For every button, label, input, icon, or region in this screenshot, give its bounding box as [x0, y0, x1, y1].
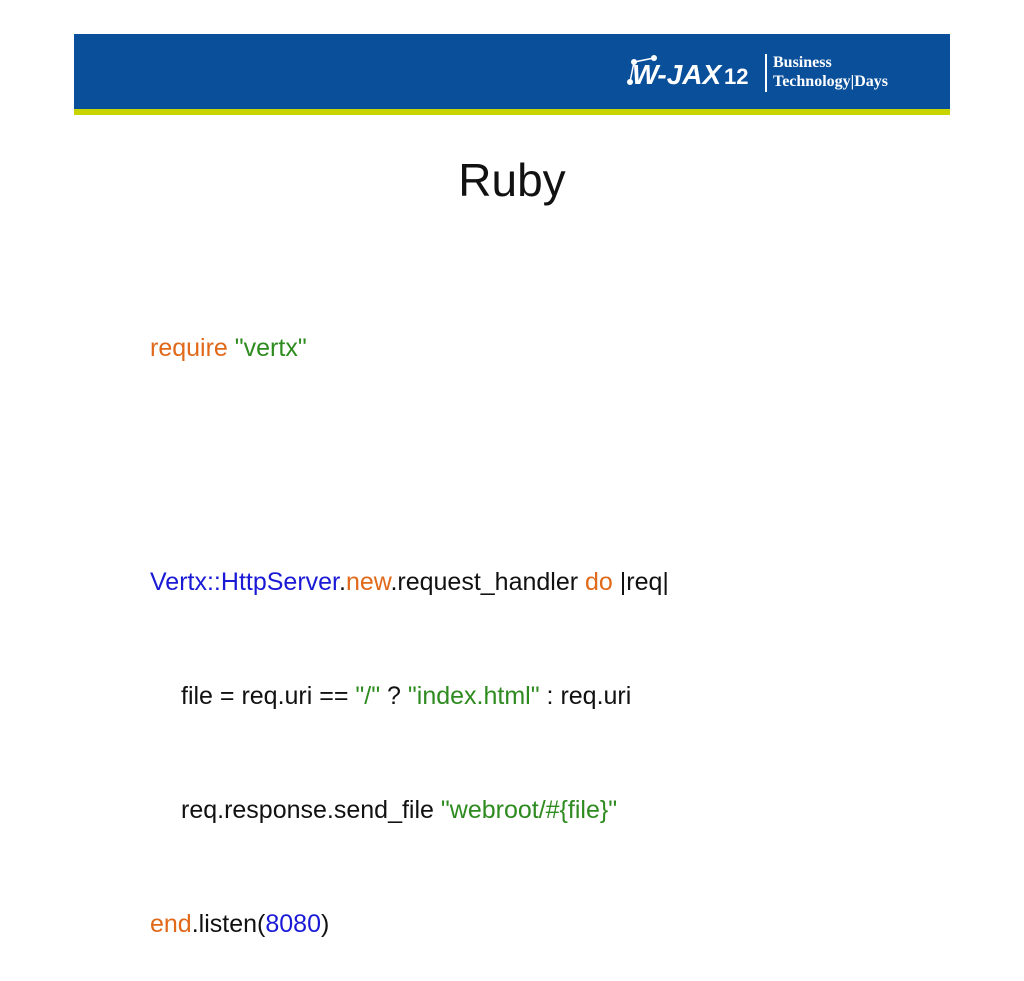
logo-wordmark: W-JAX	[632, 59, 724, 90]
wjax-logo-mark: W-JAX 12	[627, 55, 748, 90]
logo-year: 12	[724, 64, 748, 89]
listen-call: .listen(	[191, 910, 266, 938]
header-stripe	[74, 109, 950, 115]
send-file-call: req.response.send_file	[181, 796, 441, 824]
code-line-4: file = req.uri == "/" ? "index.html" : r…	[150, 677, 669, 715]
class-httpserver: HttpServer	[220, 568, 339, 596]
code-line-blank	[150, 443, 669, 487]
class-vertx: Vertx	[150, 568, 207, 596]
dot: .	[339, 568, 346, 596]
code-line-5: req.response.send_file "webroot/#{file}"	[150, 791, 669, 829]
conference-logo: W-JAX 12 Business Technology|Days	[620, 48, 940, 98]
space	[228, 334, 235, 362]
method-request-handler: .request_handler	[390, 568, 586, 596]
slide-title: Ruby	[458, 154, 566, 206]
logo-divider	[765, 54, 767, 92]
port-number: 8080	[265, 910, 321, 938]
logo-word-technology: Technology	[773, 73, 851, 90]
string-root-path: "/"	[355, 682, 381, 710]
code-line-6: end.listen(8080)	[150, 905, 669, 943]
file-assignment: file = req.uri ==	[181, 682, 356, 710]
logo-line-technology-days: Technology|Days	[773, 73, 888, 90]
string-index-html: "index.html"	[407, 682, 540, 710]
keyword-require: require	[150, 334, 228, 362]
code-line-1: require "vertx"	[150, 329, 669, 367]
block-param: |req|	[612, 568, 669, 596]
ternary-operator: ?	[380, 682, 408, 710]
scope-operator: ::	[206, 568, 221, 596]
keyword-do: do	[585, 568, 613, 596]
close-paren: )	[320, 910, 330, 938]
logo-tagline: Business Technology|Days	[773, 53, 888, 91]
keyword-end: end	[150, 910, 192, 938]
header-band	[74, 34, 950, 109]
logo-word-days: Days	[854, 73, 888, 90]
code-block: require "vertx" Vertx::HttpServer.new.re…	[150, 253, 669, 981]
string-webroot-path: "webroot/#{file}"	[440, 796, 618, 824]
keyword-new: new	[345, 568, 391, 596]
string-vertx: "vertx"	[234, 334, 307, 362]
code-line-3: Vertx::HttpServer.new.request_handler do…	[150, 563, 669, 601]
ternary-else: : req.uri	[539, 682, 632, 710]
logo-line-business: Business	[773, 54, 832, 71]
